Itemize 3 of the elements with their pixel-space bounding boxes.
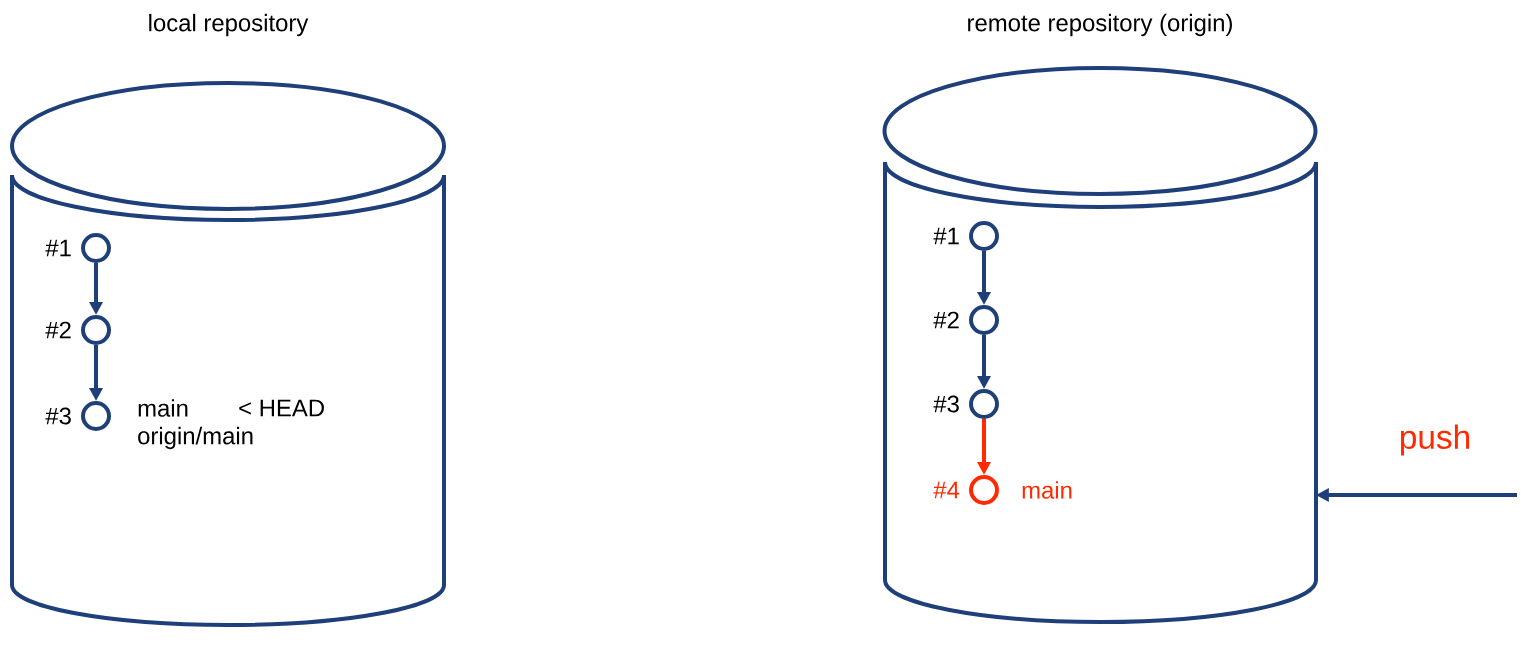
repository-title: remote repository (origin) bbox=[968, 13, 1232, 37]
repository-title: local repository bbox=[149, 13, 309, 37]
edge-label: push bbox=[1400, 424, 1470, 456]
